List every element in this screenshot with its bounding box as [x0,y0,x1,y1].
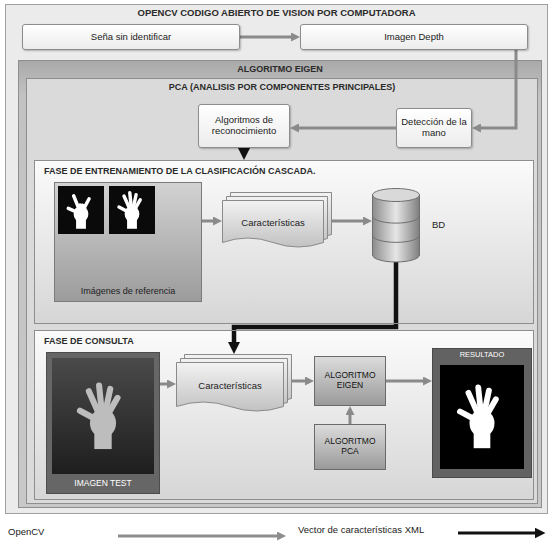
hand-finger [108,398,117,414]
document-page [223,201,324,248]
algorithm-band: ALGORITMO EIGEN PCA (ANALISIS POR COMPONE… [18,60,542,508]
pca-region: PCA (ANALISIS POR COMPONENTES PRINCIPALE… [26,78,538,504]
caption-label: OpenCV [8,526,44,537]
flow-arrow [458,532,540,535]
region-title: OPENCV CODIGO ABIERTO DE VISION POR COMP… [6,5,547,19]
box-label: IMAGEN TEST [74,479,131,489]
box-label: Imagen Depth [384,32,444,43]
hand-finger [487,399,496,415]
database-band [373,216,420,223]
result-photo [440,365,524,469]
hand-figure [119,193,140,229]
box-label: Detección de la mano [401,117,467,139]
box-label: Imágenes de referencia [81,286,176,296]
hand-figure [80,385,118,449]
flow-arrow [292,380,309,383]
region-fill [34,330,534,500]
hand-finger [74,196,79,209]
flow-arrow [240,36,295,39]
flow-arrow [202,220,217,223]
flow-arrow [242,148,247,154]
box-label: BD [432,220,445,231]
box-label: RESULTADO [460,351,505,360]
flow-arrow [477,50,516,128]
phase-region: FASE DE CONSULTA IMAGEN TEST Característic… [34,330,534,500]
feature-stack: Características [176,354,292,414]
region-title: FASE DE CONSULTA [35,331,533,346]
hand-palm [74,206,89,222]
process-box: Imagen Depth [300,24,528,50]
flow-arrow [349,411,352,424]
document-page [177,363,284,412]
caption-label: Vector de características XML [298,524,424,535]
hand-finger [478,387,481,413]
flow-arrow [160,383,171,386]
database-cylinder: BD [372,188,420,262]
hand-figure [68,196,89,229]
process-box: Seña sin identificar [22,24,240,50]
hand-finger [119,207,127,211]
region-fill [18,60,542,508]
region-fills [5,4,548,514]
box-label: ALGORITMO EIGEN [318,371,382,391]
reference-photo [58,186,104,234]
hand-finger [99,385,102,412]
algorithm-box: ALGORITMO EIGEN [314,356,386,406]
test-photo [52,358,154,474]
process-box: Detección de la mano [396,108,472,148]
feature-stack: Características [222,192,332,250]
box-label: Seña sin identificar [91,32,171,43]
region-fill [34,160,534,324]
hand-finger [68,208,75,211]
hand-finger [78,205,82,208]
flow-arrow [118,535,281,538]
result-image: RESULTADO [432,348,532,478]
illustration [47,353,159,493]
region-fill [5,4,548,514]
flow-arrow [295,127,396,130]
box-label: ALGORITMO PCA [318,437,382,457]
region-fill [26,78,538,504]
flow-arrow [332,220,367,223]
reference-photo [109,186,155,234]
box-label: Algoritmos de reconocimiento [203,115,285,137]
hand-finger [130,193,132,208]
hand-figure [460,387,496,448]
database-band [373,235,420,242]
database-top [373,189,420,202]
flow-arrow [234,262,396,348]
hand-finger [460,412,473,419]
region-title: FASE DE ENTRENAMIENTO DE LA CLASIFICACIÓ… [35,161,533,176]
process-box: Algoritmos de reconocimiento [198,104,290,148]
algorithm-box: ALGORITMO PCA [314,424,386,470]
hand-finger [135,200,140,209]
hand-finger [80,411,94,418]
illustration [433,349,531,477]
illustration [372,188,420,262]
test-image: IMAGEN TEST [46,352,160,494]
region-title: PCA (ANALISIS POR COMPONENTES PRINCIPALE… [27,79,537,92]
illustration [55,183,201,301]
diagram-frame: OPENCV CODIGO ABIERTO DE VISION POR COMP… [5,4,548,514]
database-body [373,195,420,262]
flow-arrow [386,380,427,383]
box-label: Características [198,381,261,392]
box-label: Características [241,218,304,229]
region-title: ALGORITMO EIGEN [19,61,541,74]
reference-images: Imágenes de referencia [54,182,202,302]
phase-region: FASE DE ENTRENAMIENTO DE LA CLASIFICACIÓ… [34,160,534,324]
hand-finger [84,199,89,209]
